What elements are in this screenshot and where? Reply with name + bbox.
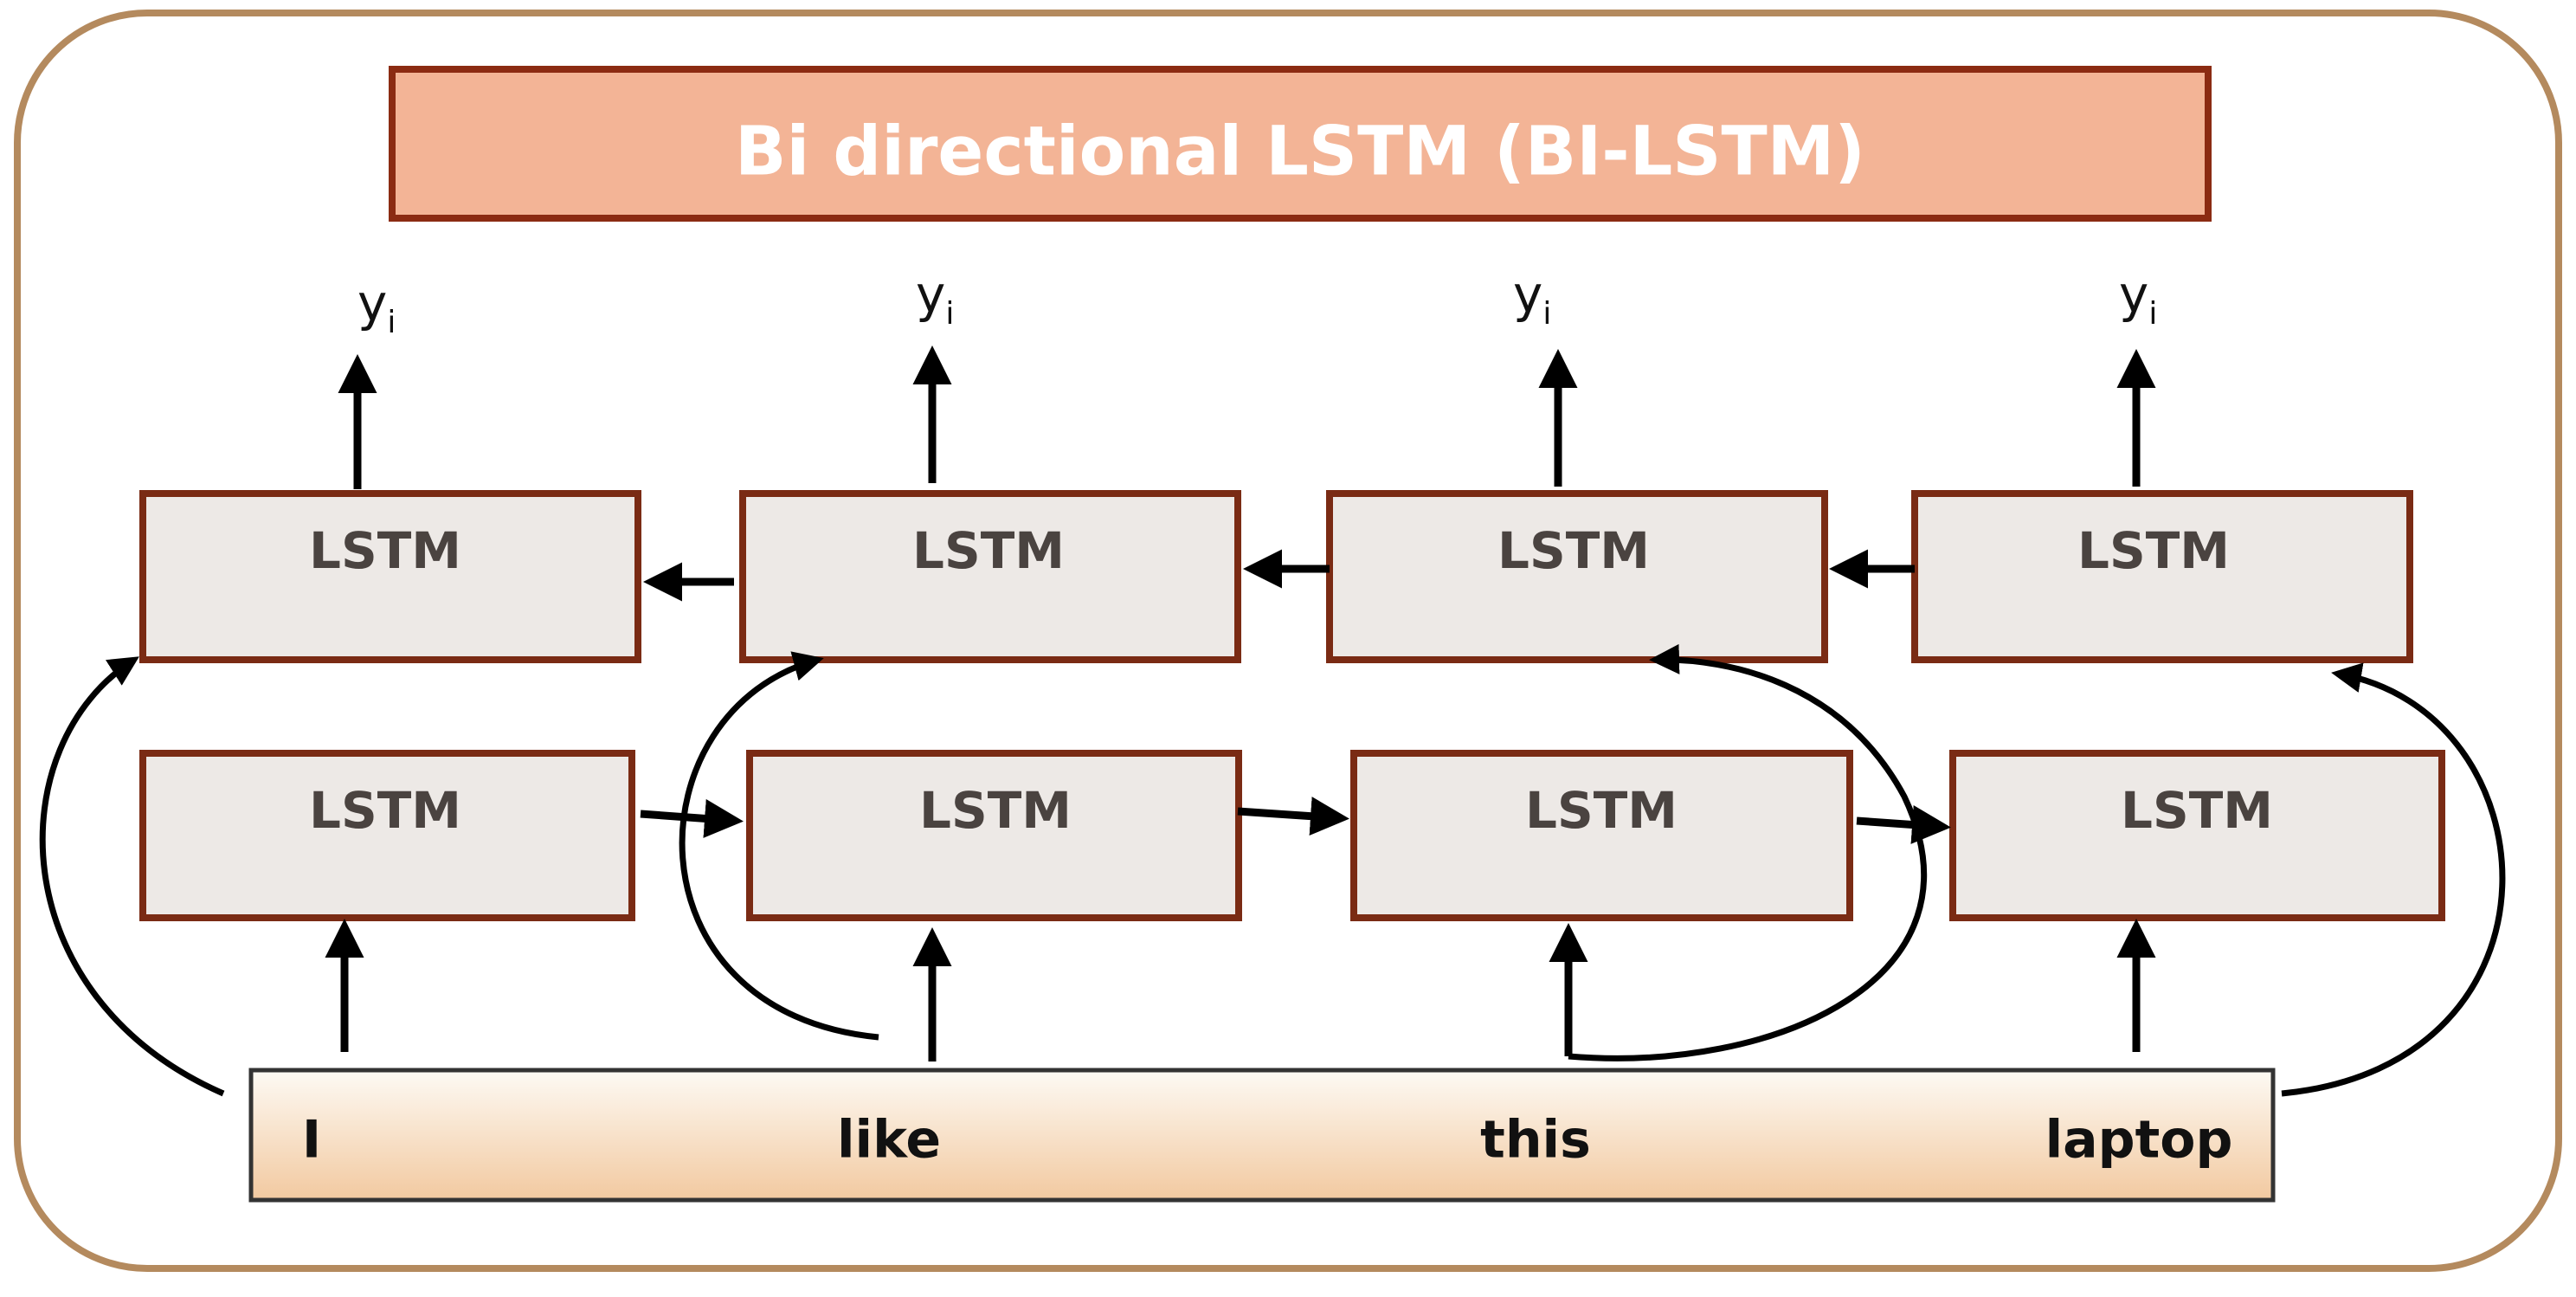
output-label: yi — [916, 265, 954, 332]
title-banner — [389, 66, 2212, 222]
input-curve-arrow — [1568, 643, 1927, 1061]
output-label: yi — [1513, 265, 1551, 332]
forward-lstm-label: LSTM — [919, 781, 1072, 840]
forward-layer: LSTM LSTM LSTM LSTM — [139, 750, 2445, 921]
input-curve-arrow — [39, 656, 225, 1097]
forward-lstm-label: LSTM — [2121, 781, 2273, 840]
backward-lstm-cell — [139, 490, 641, 663]
forward-recurrent-arrow — [1856, 805, 1951, 844]
diagram-title: Bi directional LSTM (BI-LSTM) — [735, 113, 1865, 190]
backward-lstm-label: LSTM — [912, 521, 1065, 580]
input-word: this — [1480, 1110, 1591, 1171]
input-word: like — [837, 1110, 941, 1171]
input-word: laptop — [2045, 1110, 2233, 1171]
backward-lstm-cell — [739, 490, 1241, 663]
backward-lstm-label: LSTM — [2077, 521, 2230, 580]
forward-recurrent-arrow — [1237, 797, 1349, 836]
input-word: I — [302, 1110, 321, 1171]
backward-lstm-label: LSTM — [1497, 521, 1650, 580]
backward-lstm-cell — [1911, 490, 2413, 663]
input-sentence-box — [248, 1068, 2276, 1203]
outer-frame — [14, 10, 2562, 1272]
backward-lstm-cell — [1326, 490, 1828, 663]
forward-lstm-cell — [1350, 750, 1853, 921]
backward-lstm-label: LSTM — [309, 521, 461, 580]
output-label: yi — [357, 274, 396, 340]
forward-lstm-label: LSTM — [1525, 781, 1678, 840]
forward-lstm-cell — [746, 750, 1242, 921]
forward-recurrent-arrow — [640, 798, 744, 838]
forward-lstm-cell — [1949, 750, 2445, 921]
forward-lstm-label: LSTM — [309, 781, 461, 840]
output-label: yi — [2119, 265, 2157, 332]
input-curve-arrow — [2281, 662, 2506, 1097]
forward-lstm-cell — [139, 750, 635, 921]
backward-layer: LSTM LSTM LSTM LSTM — [139, 490, 2413, 663]
input-curve-arrow — [679, 651, 879, 1041]
